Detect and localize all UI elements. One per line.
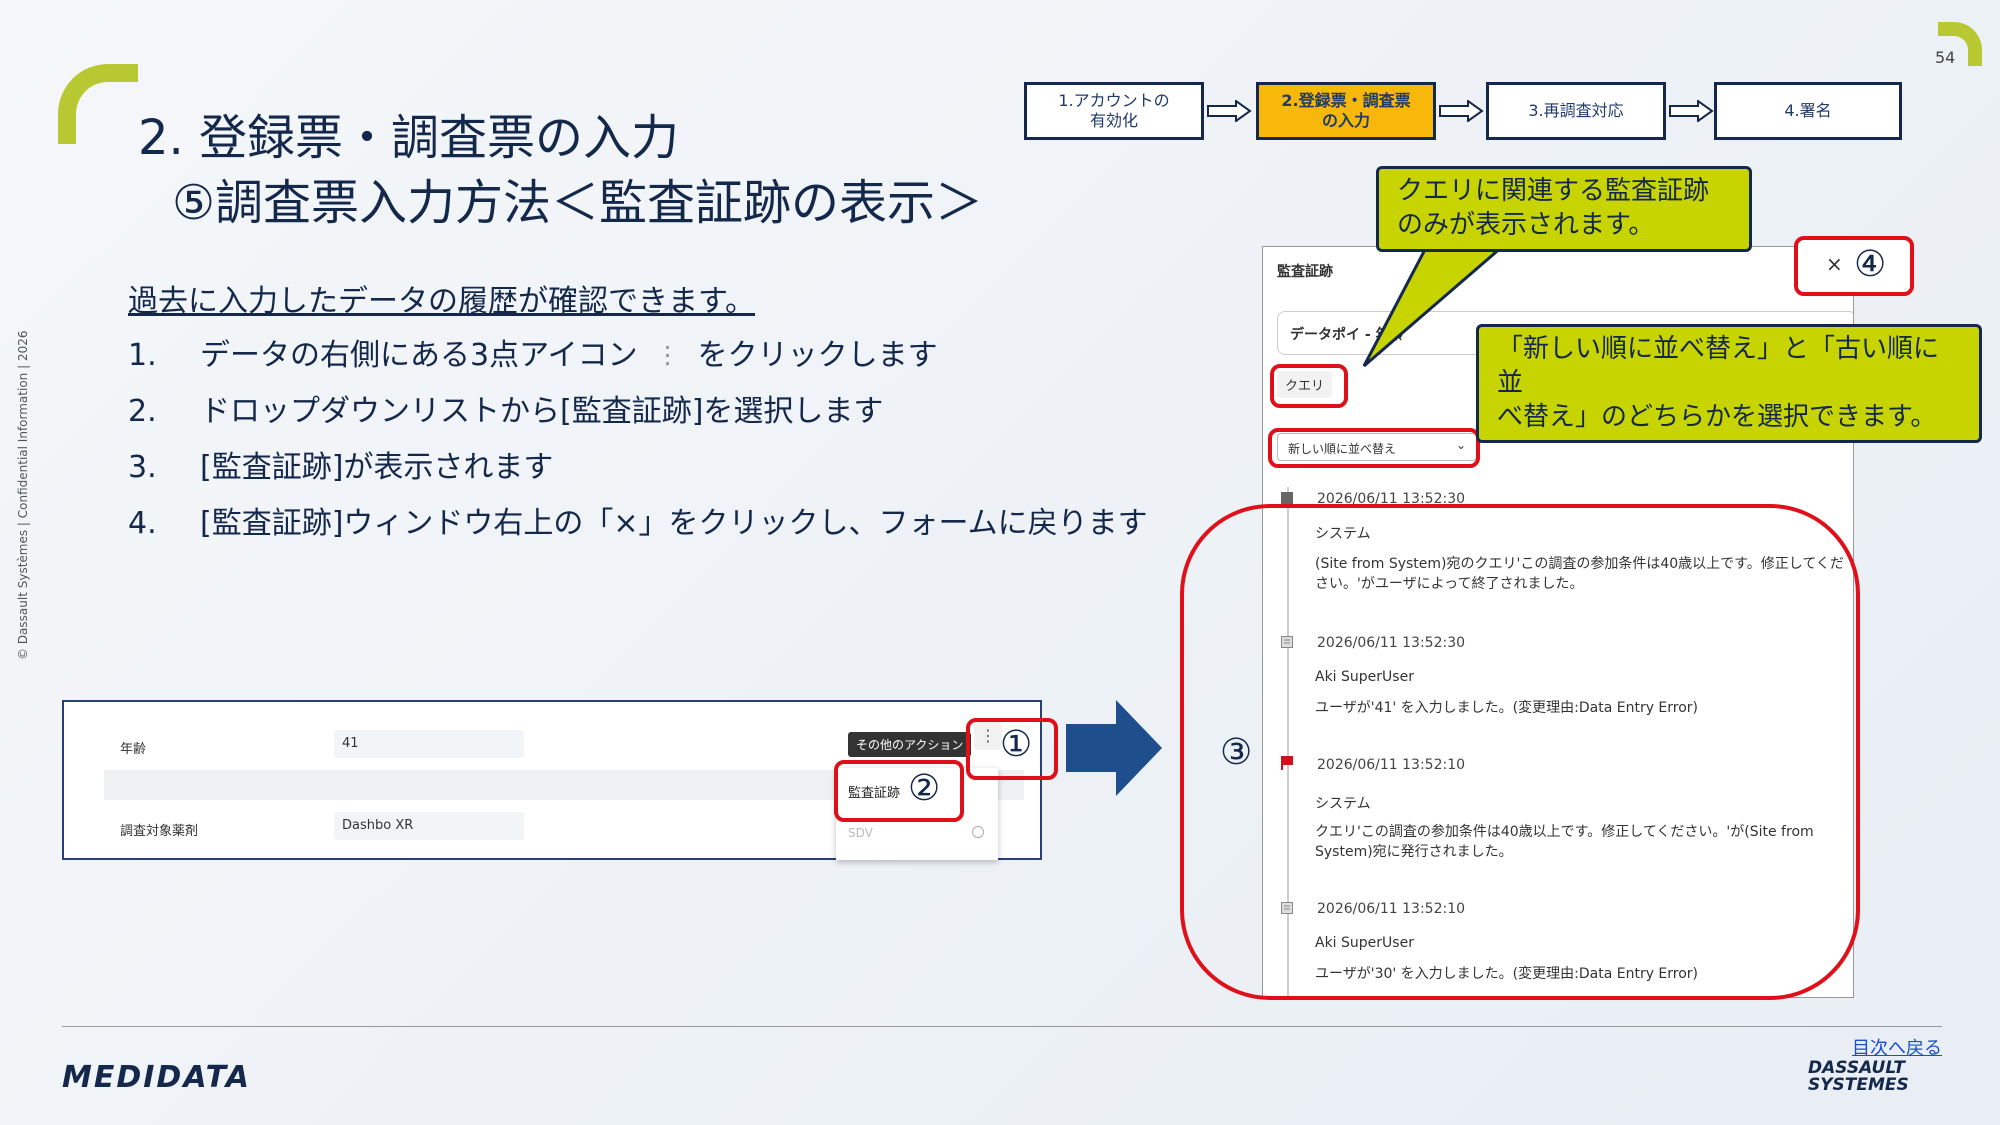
step-number: 1. [128, 338, 157, 373]
entry-time: 2026/06/11 13:52:10 [1317, 901, 1466, 917]
medidata-logo: MEDIDATA [62, 1060, 252, 1095]
marker-3: ③ [1220, 732, 1253, 773]
confidential-note: © Dassault Systèmes | Confidential Infor… [16, 330, 30, 660]
dassault-logo: DASSAULT SYSTEMES [1808, 1060, 1909, 1094]
entry-message: ユーザが'30' を入力しました。(変更理由:Data Entry Error) [1315, 966, 1699, 982]
field-value: Dashbo XR [334, 812, 524, 840]
more-actions-tooltip: その他のアクション [848, 732, 972, 757]
step-2: 2. ドロップダウンリストから[監査証跡]を選択します [128, 386, 883, 430]
timeline-line [1287, 487, 1289, 997]
step-1: 1. データの右側にある3点アイコン ⋮ をクリックします [128, 330, 938, 374]
step-text: をクリックします [697, 338, 938, 373]
logo-text: SYSTEMES [1808, 1075, 1909, 1095]
entry-message: ユーザが'41' を入力しました。(変更理由:Data Entry Error) [1315, 700, 1699, 716]
intro-text: 過去に入力したデータの履歴が確認できます。 [128, 284, 755, 319]
entry-user: システム [1315, 526, 1371, 542]
back-to-contents-link[interactable]: 目次へ戻る [1852, 1038, 1942, 1059]
step-4: 4. [監査証跡]ウィンドウ右上の「×」をクリックし、フォームに戻ります [128, 498, 1148, 542]
highlight-sort-select [1268, 428, 1480, 468]
close-icon[interactable]: × [1826, 252, 1843, 276]
highlight-timeline [1180, 504, 1860, 1000]
step-3: 3. [監査証跡]が表示されます [128, 442, 553, 486]
entry-user: Aki SuperUser [1315, 669, 1414, 685]
highlight-close [1794, 236, 1914, 296]
entry-icon [1281, 489, 1293, 504]
marker-4: ④ [1854, 244, 1887, 285]
step-text: [監査証跡]が表示されます [200, 450, 554, 485]
highlight-query-chip [1270, 364, 1348, 408]
field-label: 年齢 [120, 742, 147, 757]
entry-user: システム [1315, 796, 1371, 812]
progress-arrow-icon [1207, 100, 1252, 122]
entry-message: (Site from System)宛のクエリ'この調査の参加条件は40歳以上で… [1315, 556, 1844, 592]
sort-select[interactable]: 新しい順に並べ替え ⌄ [1277, 433, 1477, 461]
progress-step-1: 1.アカウントの 有効化 [1024, 82, 1204, 140]
sdv-radio[interactable] [972, 826, 984, 838]
field-label: 調査対象薬剤 [120, 824, 199, 839]
kebab-menu-button[interactable]: ⋮ [974, 722, 1002, 750]
panel-title: 監査証跡 [1277, 264, 1333, 280]
entry-icon-shape [1281, 492, 1293, 504]
step-text: [監査証跡]ウィンドウ右上の「×」をクリックし、フォームに戻ります [200, 506, 1148, 541]
callout-pointer [1362, 240, 1513, 368]
progress-step-3: 3.再調査対応 [1486, 82, 1666, 140]
progress-arrow-icon [1669, 100, 1714, 122]
progress-step-4: 4.署名 [1714, 82, 1902, 140]
highlight-audit-menu [834, 760, 964, 822]
sort-select-value: 新しい順に並べ替え [1288, 442, 1397, 456]
step-number: 4. [128, 506, 157, 541]
entry-time: 2026/06/11 13:52:10 [1317, 757, 1466, 773]
field-value: 41 [334, 730, 524, 758]
page-number: 54 [1935, 48, 1956, 67]
entry-icon [1281, 633, 1293, 648]
query-filter-chip[interactable]: クエリ [1277, 371, 1333, 398]
progress-step-2: 2.登録票・調査票 の入力 [1256, 82, 1436, 140]
step-text: ドロップダウンリストから[監査証跡]を選択します [200, 394, 884, 429]
step-number: 3. [128, 450, 157, 485]
highlight-kebab [966, 718, 1058, 780]
form-row-drug: 調査対象薬剤 Dashbo XR [104, 802, 1024, 854]
marker-2: ② [908, 768, 941, 809]
entry-icon [1281, 899, 1293, 914]
page-title: 2. 登録票・調査票の入力 [138, 110, 680, 166]
callout-sort-options: 「新しい順に並べ替え」と「古い順に並 べ替え」のどちらかを選択できます。 [1476, 324, 1982, 444]
callout-query-audit: クエリに関連する監査証跡 のみが表示されます。 [1376, 166, 1752, 252]
step-text: データの右側にある3点アイコン [200, 338, 638, 373]
menu-item-sdv[interactable]: SDV [848, 826, 873, 840]
corner-decoration-left [58, 64, 138, 144]
actions-dropdown: 監査証跡 SDV [836, 768, 998, 860]
progress-arrow-icon [1439, 100, 1484, 122]
footer-divider [62, 1026, 1942, 1027]
entry-user: Aki SuperUser [1315, 935, 1414, 951]
kebab-icon: ⋮ [655, 341, 680, 369]
entry-message: クエリ'この調査の参加条件は40歳以上です。修正してください。'が(Site f… [1315, 824, 1814, 860]
page-subtitle: ⑤調査票入力方法＜監査証跡の表示＞ [172, 175, 984, 231]
step-number: 2. [128, 394, 157, 429]
logo-text: DASSAULT [1808, 1058, 1905, 1078]
right-arrow-icon [1066, 700, 1162, 796]
entry-time: 2026/06/11 13:52:30 [1317, 491, 1466, 507]
flag-icon [1281, 755, 1293, 770]
menu-item-audit-trail[interactable]: 監査証跡 [848, 786, 901, 801]
chevron-down-icon: ⌄ [1455, 438, 1466, 452]
entry-time: 2026/06/11 13:52:30 [1317, 635, 1466, 651]
marker-1: ① [1000, 724, 1033, 765]
